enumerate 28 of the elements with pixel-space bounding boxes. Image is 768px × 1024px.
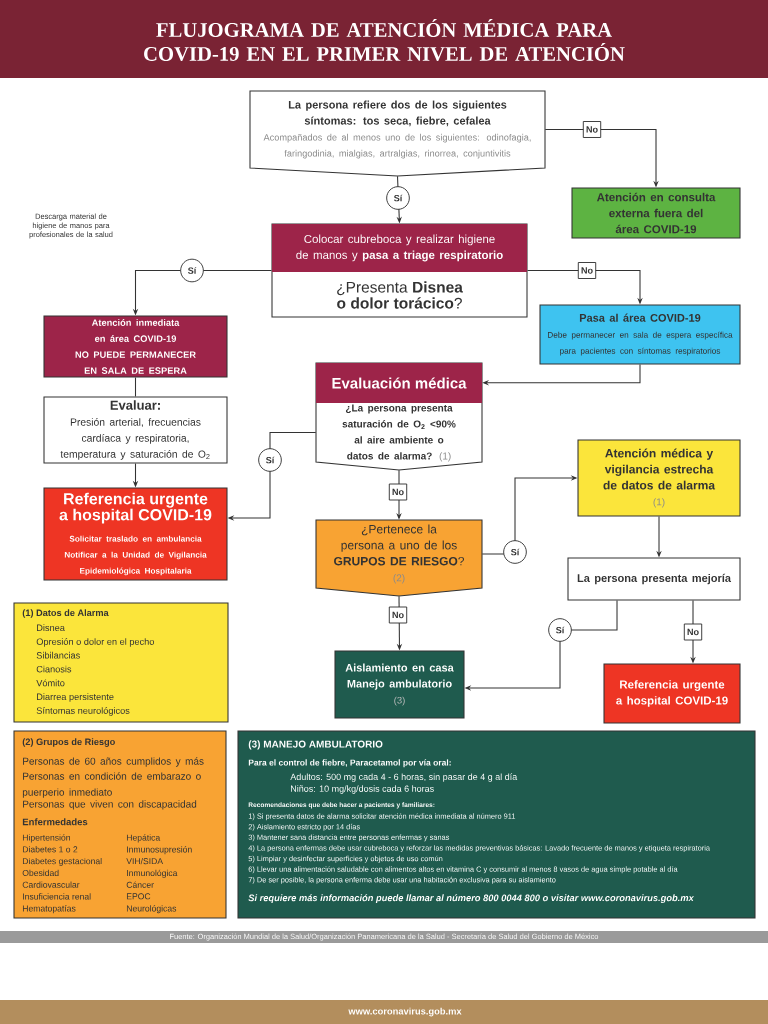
footer-band: www.coronavirus.gob.mx (0, 1000, 768, 1024)
title: FLUJOGRAMA DE ATENCIÓN MÉDICA PARA COVID-19 EN EL PRIMER NIVEL DE ATENCIÓN (144, 19, 625, 61)
edge-label: Sí (386, 186, 410, 210)
decision-box: La persona refiere dos de los siguientes síntomas: tos seca, fiebre, cefalea Acompañados de al menos uno de los siguientes: odinofagia, faringodinia, mialgias, artralgias, rinorrea, conjuntivitis (249, 90, 546, 177)
edge-label: No (683, 623, 703, 641)
process-box: Atención médica y vigilancia estrecha de datos de alarma (1) (577, 439, 741, 517)
edge-label: No (577, 262, 597, 279)
decision-box: Evaluación médica ¿La persona presenta saturación de O$_{2}$ <90% al aire ambiente o datos de alarma? (1) (315, 362, 483, 471)
edge-label: Sí (548, 618, 572, 642)
edge-label: Sí (503, 540, 527, 564)
process-box: Atención en consulta externa fuera del área COVID-19 (571, 187, 741, 239)
process-box: Evaluar: Presión arterial, frecuencias cardíaca y respiratoria, temperatura y saturación de O$_{2}$ (43, 396, 228, 464)
edge-label: Sí (258, 448, 282, 472)
edge-label: No (388, 483, 408, 501)
edge-label: No (388, 606, 408, 624)
process-box: La persona presenta mejoría (567, 557, 741, 601)
info-box: (2) Grupos de Riesgo Personas de 60 años cumplidos y más Personas en condición de embarazo o puerperio inmediato Personas que viven con discapacidad Enfermedades Hipertensión Hepática Diabetes 1 o 2 Inmunosupresión Diabetes gestacional VIH/SIDA Obesidad Inmunológica Cardiovascular Cáncer Insuficiencia renal EPOC Hematopatías Neurológicas (13, 730, 227, 919)
connector (134, 377, 137, 397)
edge-label: Sí (180, 258, 204, 283)
referral-box: Referencia urgente a hospital COVID-19 Solicitar traslado en ambulancia Notificar a la Unidad de Vigilancia Epidemiológica Hospitalaria (43, 487, 228, 581)
info-box: (1) Datos de Alarma Disnea Opresión o dolor en el pecho Sibilancias Cianosis Vómito Diarrea persistente Síntomas neurológicos (13, 602, 229, 723)
triage-box: Colocar cubreboca y realizar higiene de manos y pasa a triage respiratorio ¿Presenta Disnea o dolor torácico? (271, 223, 528, 318)
process-box: Pasa al área COVID-19 Debe permanecer en sala de espera específica para pacientes con síntomas respiratorios (539, 304, 741, 365)
decision-box: ¿Pertenece la persona a uno de los GRUPOS DE RIESGO? (2) (315, 519, 483, 597)
process-box: Aislamiento en casa Manejo ambulatorio (3) (334, 650, 465, 719)
edge-label: No (582, 121, 602, 138)
referral-box: Referencia urgente a hospital COVID-19 (603, 663, 741, 724)
alert-box: Atención inmediata en área COVID-19 NO PUEDE PERMANECER EN SALA DE ESPERA (43, 315, 228, 378)
